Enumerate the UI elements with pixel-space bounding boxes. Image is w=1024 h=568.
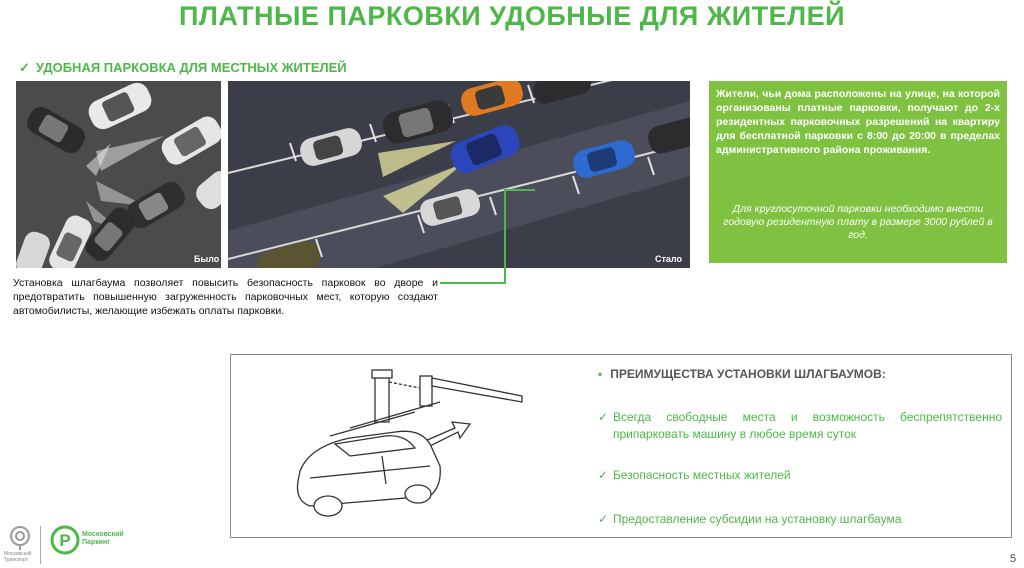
subtitle-text: УДОБНАЯ ПАРКОВКА ДЛЯ МЕСТНЫХ ЖИТЕЛЕЙ <box>35 60 347 75</box>
resident-info-text: Жители, чьи дома расположены на улице, н… <box>716 88 1000 156</box>
page-number: 5 <box>1010 553 1017 565</box>
moscow-parking-logo-text: Московский Паркинг <box>82 531 124 547</box>
car <box>161 116 221 165</box>
benefits-title: ▪ ПРЕИМУЩЕСТВА УСТАНОВКИ ШЛАГБАУМОВ: <box>598 367 886 381</box>
before-label: Было <box>194 254 220 264</box>
car <box>382 100 454 144</box>
moscow-transport-logo-icon <box>10 526 30 550</box>
after-label: Стало <box>655 254 683 264</box>
car-wheel <box>313 495 343 517</box>
logo-divider <box>40 526 41 564</box>
svg-text:P: P <box>59 531 70 550</box>
car <box>85 207 136 262</box>
car <box>27 106 85 154</box>
barrier-caption: Установка шлагбаума позволяет повысить б… <box>13 277 438 317</box>
car <box>533 81 591 104</box>
square-bullet-icon: ▪ <box>598 367 603 381</box>
car-barrier-illustration <box>296 369 523 517</box>
benefits-title-text: ПРЕИМУЩЕСТВА УСТАНОВКИ ШЛАГБАУМОВ: <box>610 367 886 381</box>
car <box>88 82 152 130</box>
car <box>648 116 690 154</box>
direction-arrow <box>423 421 472 447</box>
moscow-parking-logo-icon: P <box>50 525 80 555</box>
logo2-line1: Московский <box>82 531 124 538</box>
car <box>196 170 221 210</box>
car-blue <box>573 140 635 178</box>
check-icon: ✓ <box>598 468 609 482</box>
car <box>127 181 185 229</box>
resident-fee-note: Для круглосуточной парковки необходимо в… <box>723 203 993 241</box>
after-illustration <box>228 81 690 268</box>
logo2-line2: Паркинг <box>82 539 111 546</box>
page-title: ПЛАТНЫЕ ПАРКОВКИ УДОБНЫЕ ДЛЯ ЖИТЕЛЕЙ <box>179 1 845 31</box>
moscow-transport-logo-text: Московский Транспорт <box>4 551 31 563</box>
footer-logos: Московский Транспорт P Московский Паркин… <box>4 522 164 568</box>
car-body <box>296 430 441 507</box>
road <box>228 101 690 268</box>
barrier-post <box>374 373 390 423</box>
before-illustration <box>16 81 221 268</box>
after-image: Стало <box>228 81 690 268</box>
check-icon: ✓ <box>19 60 30 75</box>
barrier-boom <box>431 377 523 403</box>
car-wheel <box>404 484 432 504</box>
car <box>258 241 320 268</box>
car-orange <box>461 81 523 116</box>
headlight-beam <box>96 181 146 206</box>
check-icon: ✓ <box>598 512 609 526</box>
car <box>16 231 50 268</box>
section-subtitle: ✓ УДОБНАЯ ПАРКОВКА ДЛЯ МЕСТНЫХ ЖИТЕЛЕЙ <box>19 60 347 76</box>
resident-info-box: Жители, чьи дома расположены на улице, н… <box>709 81 1007 263</box>
benefit-text: Предоставление субсидии на установку шла… <box>613 512 902 526</box>
check-icon: ✓ <box>598 410 609 424</box>
logo1-line1: Московский <box>4 551 32 557</box>
before-image: Было <box>16 81 221 268</box>
car <box>49 215 92 268</box>
benefit-text: Всегда свободные места и возможность бес… <box>613 410 1002 441</box>
benefit-item: ✓ Предоставление субсидии на установку ш… <box>598 511 1002 528</box>
headlight-beam <box>378 141 456 177</box>
car <box>300 128 362 166</box>
benefit-item: ✓ Безопасность местных жителей <box>598 467 1002 484</box>
headlight-beam <box>383 163 464 213</box>
benefit-text: Безопасность местных жителей <box>613 468 791 482</box>
logo1-line2: Транспорт <box>4 557 29 563</box>
car-blue <box>450 124 520 174</box>
benefit-item: ✓ Всегда свободные места и возможность б… <box>598 409 1002 443</box>
headlight-beam <box>96 136 164 171</box>
